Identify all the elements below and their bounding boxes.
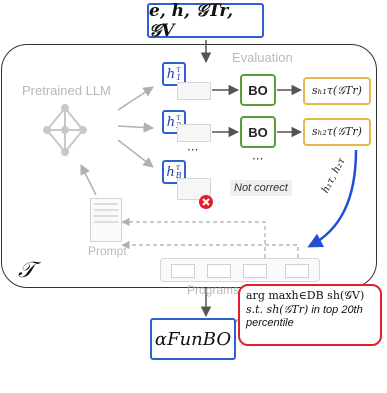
code-thumbnail-b: [177, 178, 211, 200]
bo-ellipsis: ···: [252, 152, 264, 166]
score-label-1: sₕ₁τ(𝒢Tr): [312, 84, 362, 97]
input-label: e, h, 𝒢Tr, 𝒢V: [149, 0, 234, 41]
pretrained-llm-label: Pretrained LLM: [22, 83, 111, 98]
heuristic-ellipsis: ···: [187, 143, 199, 157]
score-box-2: sₕ₂τ(𝒢Tr): [303, 118, 371, 146]
main-container: [1, 44, 377, 288]
code-thumbnail-2: [177, 124, 211, 142]
prompt-label: Prompt: [88, 244, 127, 258]
bo-box-2: BO: [240, 116, 276, 148]
bo-label-2: BO: [248, 124, 268, 140]
score-box-1: sₕ₁τ(𝒢Tr): [303, 77, 371, 105]
bo-label-1: BO: [248, 82, 268, 98]
criterion-line-1: arg maxh∈DB sh(𝒢V): [246, 289, 365, 302]
heuristic-label-2: h: [166, 114, 176, 130]
code-thumbnail-1: [177, 82, 211, 100]
score-label-2: sₕ₂τ(𝒢Tr): [312, 125, 362, 138]
heuristic-sup-2: τ: [176, 113, 181, 122]
prompt-document: [90, 198, 122, 242]
heuristic-label-1: h: [166, 66, 176, 82]
criterion-line-2-prefix: s.t. sh(𝒢Tr): [246, 303, 309, 316]
criterion-line-2-suffix: in top 20th: [311, 304, 363, 316]
heuristic-label-b: h: [166, 164, 175, 180]
blue-feedback-arrow: [307, 149, 358, 248]
criterion-box: arg maxh∈DB sh(𝒢V) s.t. sh(𝒢Tr) in top 2…: [238, 284, 382, 346]
bo-box-1: BO: [240, 74, 276, 106]
input-box: e, h, 𝒢Tr, 𝒢V: [147, 0, 264, 41]
not-correct-label: Not correct: [230, 180, 292, 196]
heuristic-sub-1: 1: [176, 73, 182, 82]
neural-network-icon: [43, 104, 87, 156]
output-label: αFunBO: [154, 328, 232, 350]
output-box: αFunBO: [150, 318, 236, 360]
heuristic-sup-1: τ: [176, 65, 181, 74]
tau-label: 𝒯: [18, 258, 35, 283]
heuristic-sup-b: τ: [175, 163, 181, 172]
criterion-line-3: percentile: [246, 317, 294, 329]
evaluation-label: Evaluation: [232, 50, 293, 65]
error-icon: [199, 195, 213, 209]
heuristic-sub-b: B: [175, 171, 182, 180]
programs-database: [160, 258, 320, 282]
